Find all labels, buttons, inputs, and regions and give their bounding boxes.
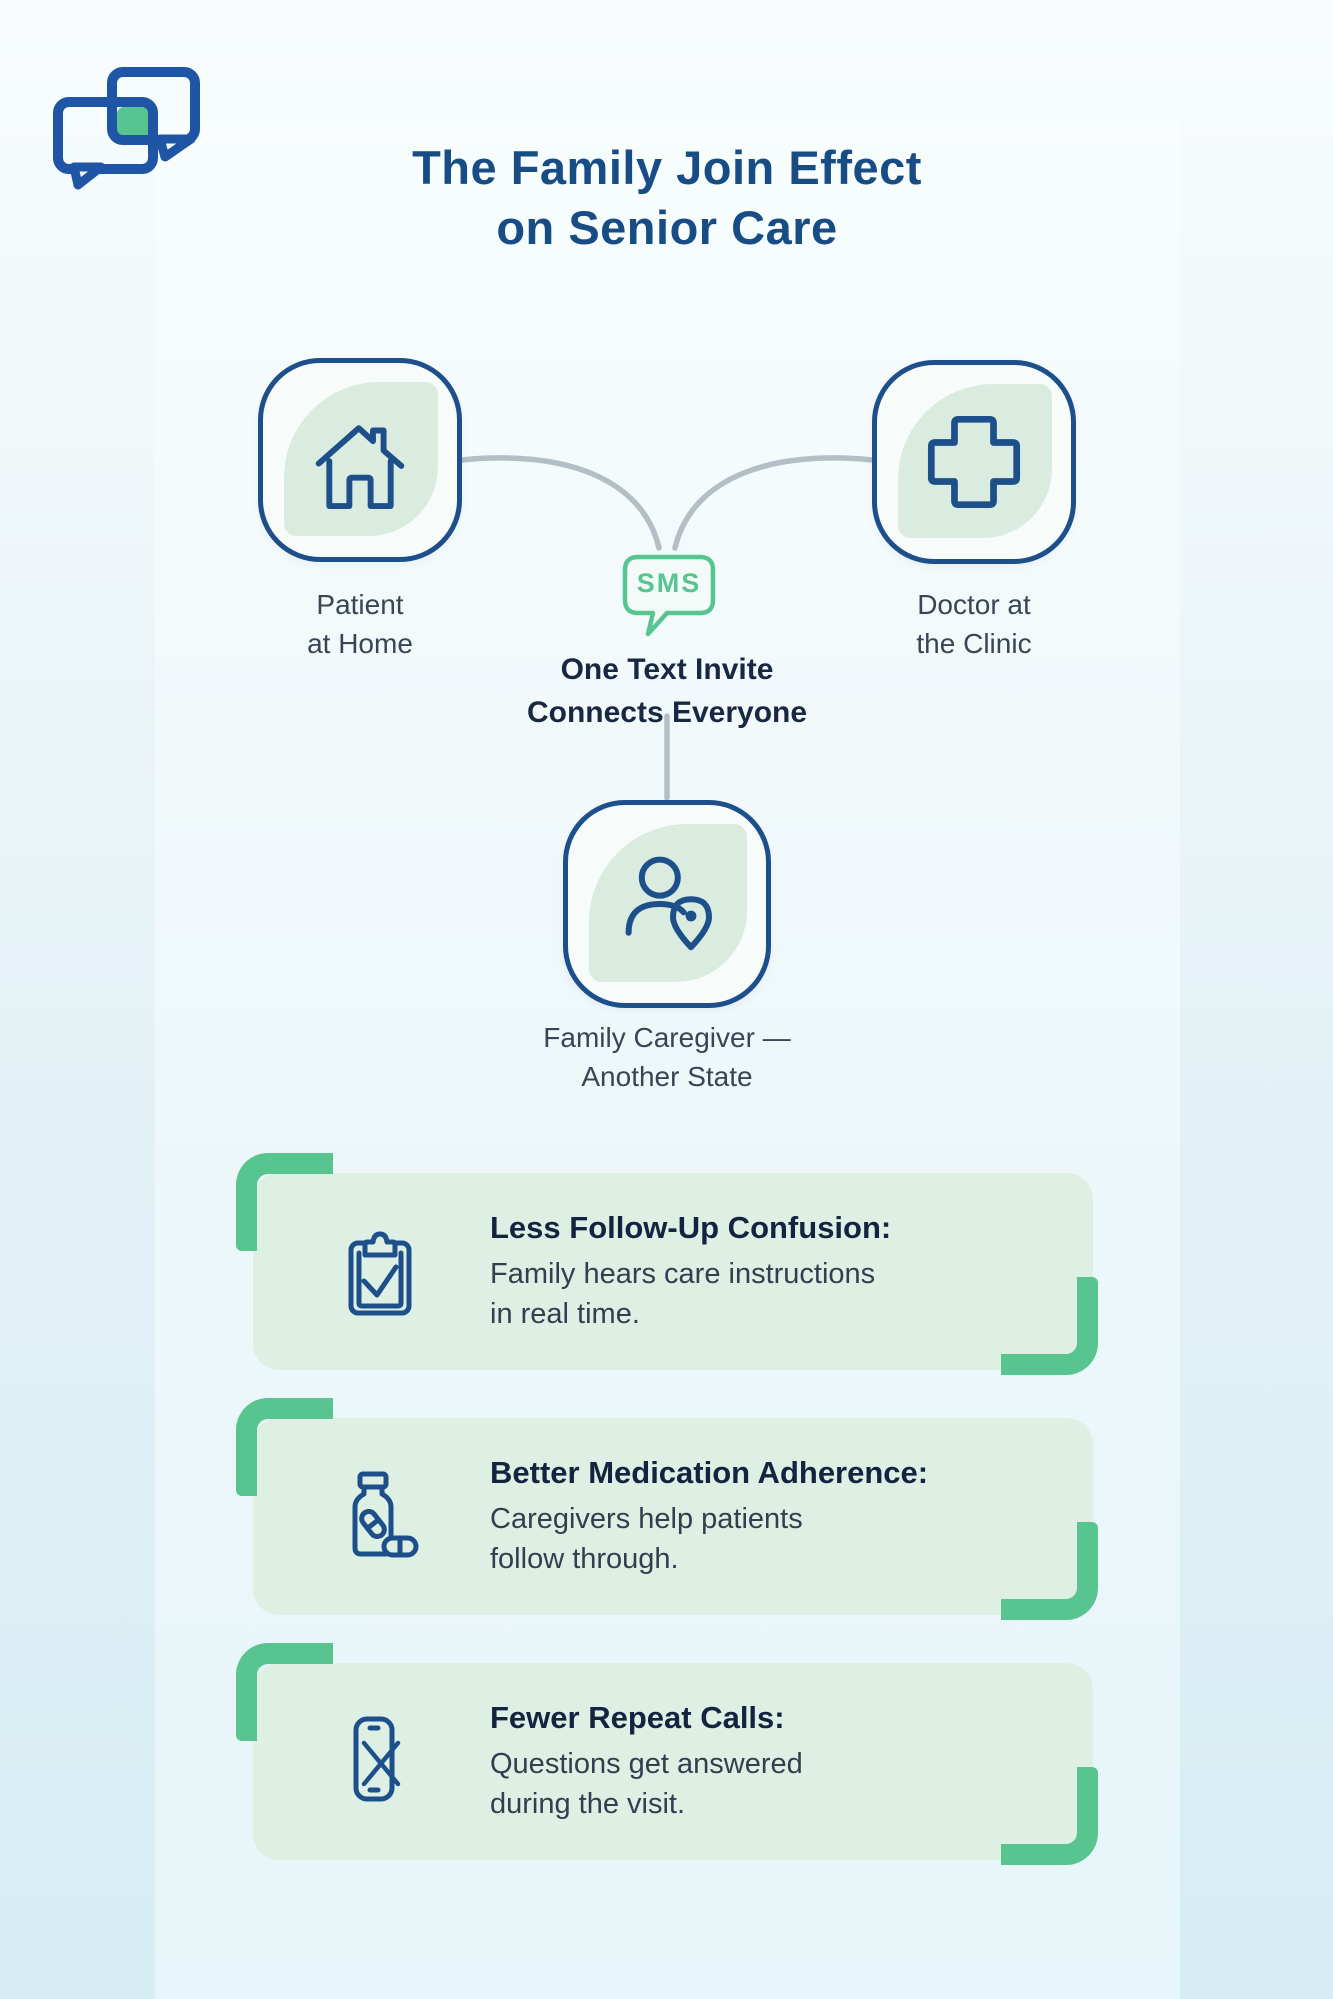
center-caption: One Text Invite Connects Everyone <box>417 648 917 734</box>
card-text-block: Better Medication Adherence: Caregivers … <box>490 1455 1070 1579</box>
card-body-line1: Family hears care instructions <box>490 1257 876 1290</box>
card-text-block: Less Follow-Up Confusion: Family hears c… <box>490 1210 1070 1334</box>
clipboard-check-icon <box>348 1231 412 1316</box>
caregiver-node-label: Family Caregiver — Another State <box>467 1018 867 1096</box>
center-caption-line2: Connects Everyone <box>526 696 808 729</box>
card-text-block: Fewer Repeat Calls: Questions get answer… <box>490 1700 1070 1824</box>
doctor-label-line1: Doctor at <box>917 589 1031 620</box>
corner-bracket-top-left <box>236 1153 333 1251</box>
patient-label-line2: at Home <box>307 628 413 659</box>
corner-bracket-top-left <box>236 1398 333 1496</box>
benefit-card-follow-up: Less Follow-Up Confusion: Family hears c… <box>236 1153 1098 1375</box>
card-title: Less Follow-Up Confusion: <box>490 1209 892 1245</box>
card-body-line1: Questions get answered <box>490 1747 803 1780</box>
benefit-card-repeat-calls: Fewer Repeat Calls: Questions get answer… <box>236 1643 1098 1865</box>
caregiver-location-icon <box>625 856 712 951</box>
patient-node-label: Patient at Home <box>258 585 462 663</box>
page-title-line2: on Senior Care <box>496 201 838 254</box>
chat-bubbles-logo <box>53 67 200 190</box>
card-title: Fewer Repeat Calls: <box>490 1699 785 1735</box>
medical-cross-icon <box>927 415 1021 509</box>
card-body-line2: in real time. <box>490 1297 640 1330</box>
sms-badge-label: SMS <box>636 568 702 598</box>
card-title: Better Medication Adherence: <box>490 1454 929 1490</box>
caregiver-label-line2: Another State <box>581 1061 753 1092</box>
corner-bracket-bottom-right <box>1001 1522 1098 1620</box>
corner-bracket-bottom-right <box>1001 1767 1098 1865</box>
patient-node <box>258 358 462 562</box>
doctor-node <box>872 360 1076 564</box>
logo-accent-square <box>117 107 150 138</box>
center-caption-line1: One Text Invite <box>560 653 774 686</box>
page-title-line1: The Family Join Effect <box>412 141 922 194</box>
corner-bracket-bottom-right <box>1001 1277 1098 1375</box>
card-body-line2: during the visit. <box>490 1787 686 1820</box>
benefit-card-medication: Better Medication Adherence: Caregivers … <box>236 1398 1098 1620</box>
sms-badge: SMS <box>622 554 716 640</box>
patient-label-line1: Patient <box>316 589 404 620</box>
page-title: The Family Join Effect on Senior Care <box>167 138 1167 258</box>
phone-x-icon <box>353 1716 401 1802</box>
card-body-line2: follow through. <box>490 1542 679 1575</box>
doctor-node-label: Doctor at the Clinic <box>872 585 1076 663</box>
doctor-label-line2: the Clinic <box>916 628 1032 659</box>
corner-bracket-top-left <box>236 1643 333 1741</box>
caregiver-node <box>563 800 771 1008</box>
medication-bottle-icon <box>352 1471 419 1558</box>
caregiver-label-line1: Family Caregiver — <box>543 1022 791 1053</box>
card-body-line1: Caregivers help patients <box>490 1502 803 1535</box>
sms-speech-bubble-icon <box>622 554 716 637</box>
house-icon <box>315 425 405 509</box>
